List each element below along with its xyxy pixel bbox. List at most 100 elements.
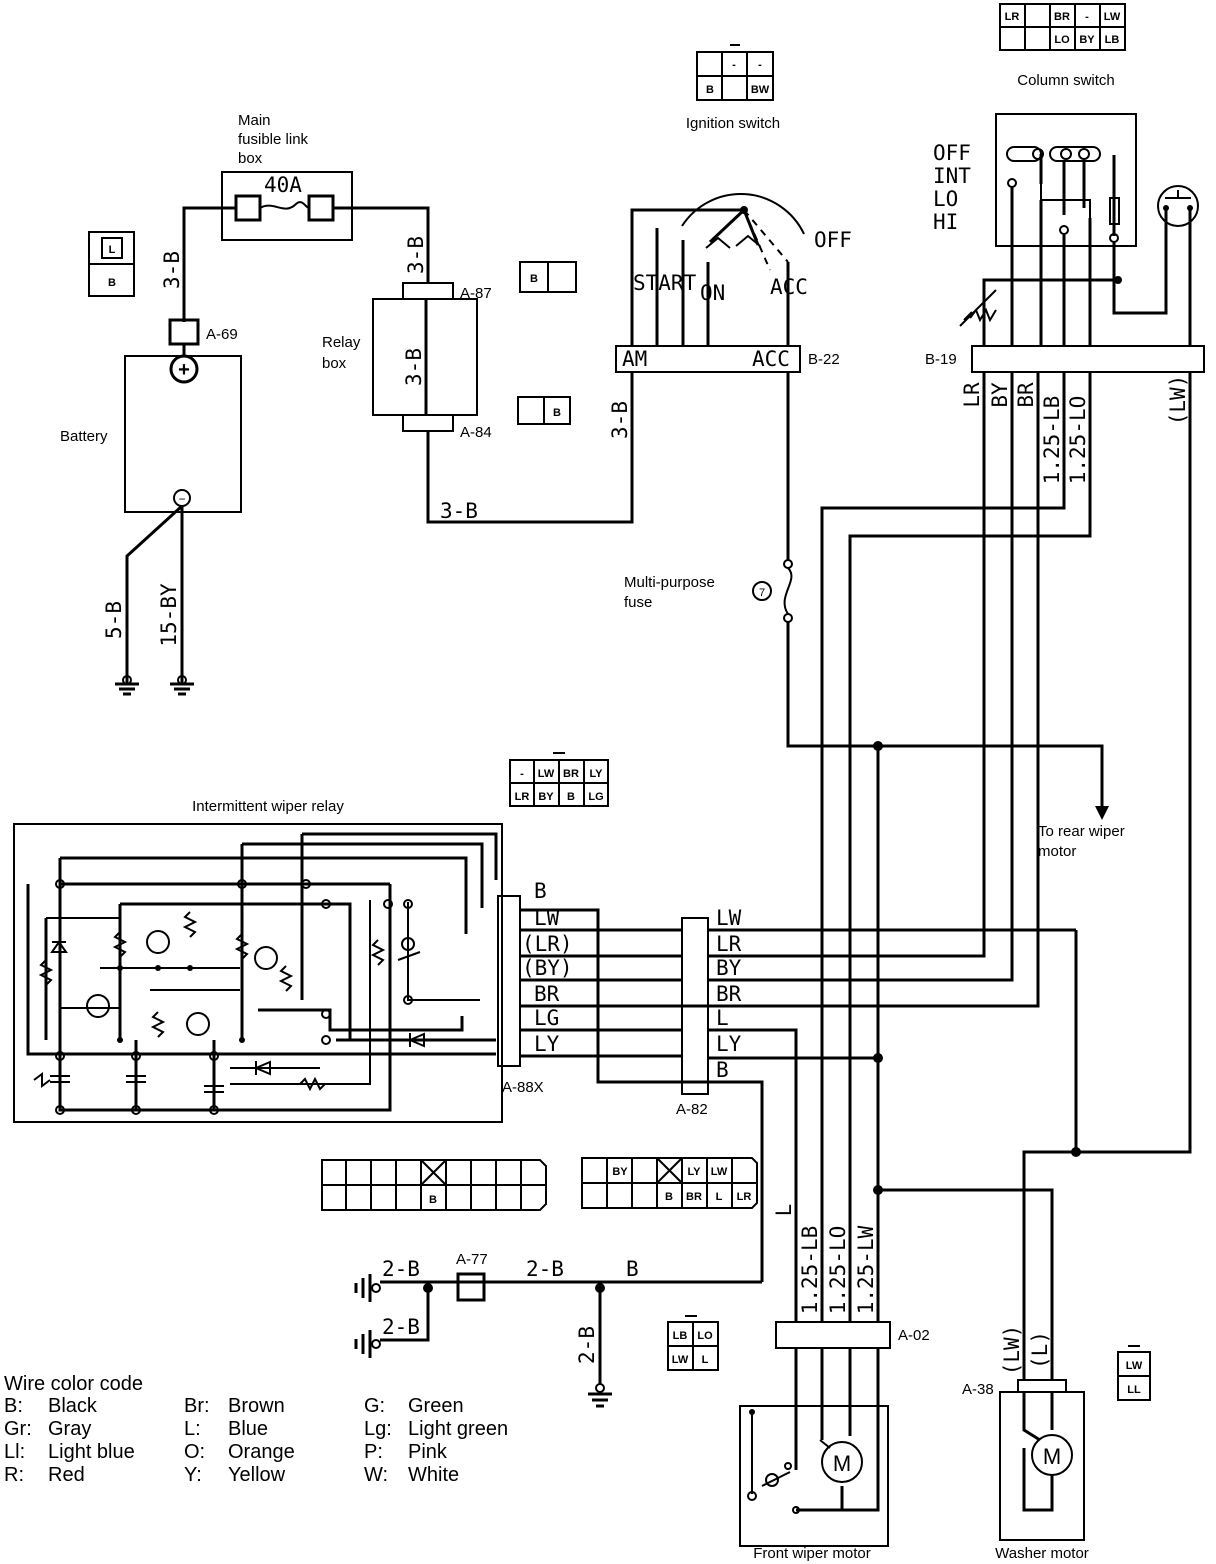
pin-label: B [706,84,714,96]
connector-label: A-84 [460,424,492,441]
wire-label: 15-BY [157,583,181,647]
pin-label: LW [538,768,555,780]
wire-label: 1.25-LW [854,1225,878,1314]
column-hi-label: HI [933,210,958,234]
pin-label: LR [515,791,530,803]
column-switch [995,113,1137,247]
washer-motor-label: Washer motor [995,1545,1089,1562]
pin-label: BW [751,84,770,96]
motor-symbol: M [833,1451,851,1476]
wire-label: (LR) [522,932,573,956]
legend-code: L: [184,1418,201,1440]
wire-label: 1.25-LO [1066,396,1090,485]
pin-label: LY [589,768,603,780]
legend-title: Wire color code [4,1373,143,1395]
pin-label: - [758,59,762,71]
wire-label: 2-B [575,1326,599,1364]
connector-a77 [456,1272,486,1302]
ignition-start-label: START [633,271,697,295]
connector-b19 [971,345,1205,373]
wire-l-washer [878,1188,1054,1380]
wire-label: LR [716,932,742,956]
ground-symbol [588,1383,612,1408]
legend-name: Brown [228,1395,285,1417]
wire-label: BY [988,382,1012,408]
connector-label: B-19 [925,351,957,368]
legend-name: Black [48,1395,98,1417]
connector-label: A-88X [502,1079,544,1096]
connector-a02 [775,1321,891,1349]
wire-fuse-to-relay [333,206,430,283]
fusible-link-label: box [238,150,263,167]
wire-color-legend: Wire color code B: Black Gr: Gray Ll: Li… [4,1373,508,1486]
ignition-switch [615,193,805,373]
fuse-label: Multi-purpose [624,574,715,591]
pin-label: LB [1105,34,1120,46]
legend-name: Light green [408,1418,508,1440]
pin-label: - [1085,11,1089,23]
wire-label: LW [716,906,742,930]
battery-label: Battery [60,428,108,445]
pin-label: L [716,1191,723,1203]
variable-resistor-zigzag [969,307,997,323]
a88x-pinout: B [321,1159,547,1211]
legend-code: W: [364,1464,388,1486]
ignition-am-terminal: AM [622,347,647,371]
battery: + − [124,318,242,513]
legend-code: P: [364,1441,383,1463]
pin-label: BY [1079,34,1095,46]
relay-box-label: Relay [322,334,361,351]
wire-label: LW [534,906,560,930]
intermittent-wiper-relay [13,823,503,1123]
pin-label: BR [1054,11,1070,23]
battery-connector-pinout: L B [88,231,135,297]
junction-dot [423,1283,433,1293]
wire-label: LR [960,382,984,408]
motor-symbol: M [1043,1444,1061,1469]
battery-minus: − [178,492,185,506]
wire-lw-washer [1022,372,1192,1380]
pin-label: BR [563,768,579,780]
connector-label: A-87 [460,285,492,302]
legend-code: B: [4,1395,23,1417]
pin-label: LO [697,1330,713,1342]
wire-label: (LW) [1166,375,1190,426]
junction-dot [873,741,883,751]
column-lo-label: LO [933,187,958,211]
legend-name: Yellow [228,1464,286,1486]
wire-label: 2-B [382,1257,420,1281]
fusible-link-label: fusible link [238,131,309,148]
column-int-label: INT [933,164,971,188]
pin-label: LW [1126,1360,1143,1372]
pin-label: LG [588,791,603,803]
pin-label: B [567,791,575,803]
wire-label: LY [716,1032,742,1056]
pin-label: - [732,59,736,71]
legend-code: R: [4,1464,24,1486]
washer-motor: M [999,1379,1085,1541]
wire-label: 3-B [402,348,426,386]
battery-plus: + [178,359,190,381]
pin-label: LR [737,1191,752,1203]
wire-label: B [626,1257,639,1281]
pin-label: B [429,1194,437,1206]
arrow-icon [1095,806,1109,820]
pin-label: B [553,407,561,419]
wire-column-bus [982,278,1118,346]
column-off-label: OFF [933,141,971,165]
legend-code: Br: [184,1395,210,1417]
wire-label: (BY) [522,956,573,980]
connector-label: A-02 [898,1327,930,1344]
connector-label: A-69 [206,326,238,343]
wire-l-right [708,1028,798,1056]
ignition-acc-terminal: ACC [752,347,790,371]
pin-label: BY [538,791,554,803]
pin-label: LW [711,1166,728,1178]
front-wiper-motor: M [739,1348,889,1547]
variable-resistor [959,289,997,327]
wire-fuse-to-rear-wiper [786,622,1104,808]
junction-dot [595,1283,605,1293]
wire-label: 2-B [526,1257,564,1281]
relay-box-label: box [322,355,347,372]
